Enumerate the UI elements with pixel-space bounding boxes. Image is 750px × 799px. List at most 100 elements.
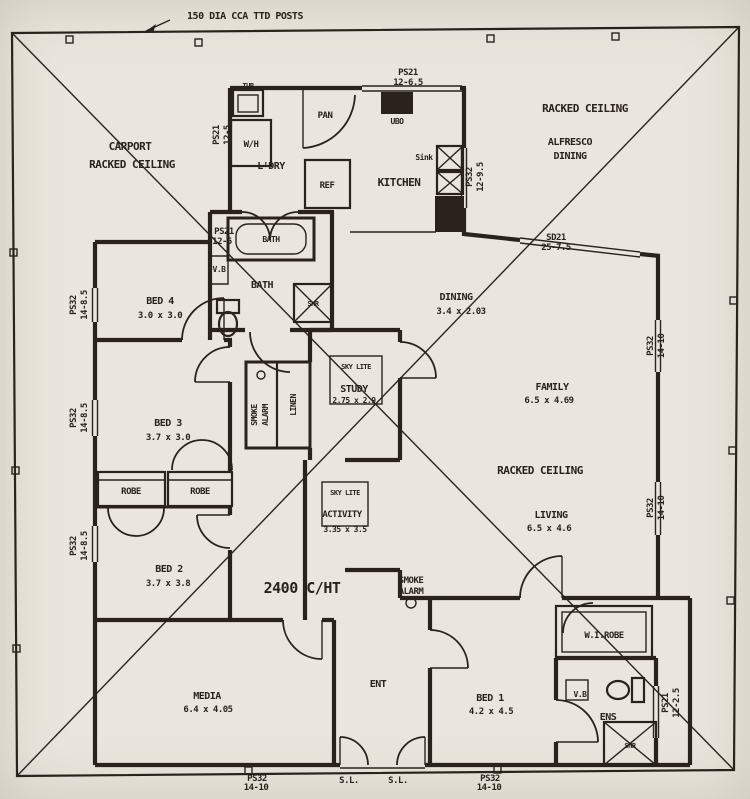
room-label-ldry: L'DRY	[257, 161, 285, 172]
linen-closet: SMOKE ALARM LINEN	[244, 360, 312, 450]
panel-left-c2: 14-8.5	[80, 531, 90, 561]
room-label-carport: CARPORT	[109, 140, 153, 153]
sink-label: Sink	[415, 152, 433, 162]
smoke-alarm-ent: SMOKE ALARM	[399, 576, 425, 609]
kitchen-fixtures: PAN REF UBO Sink KITCHEN	[303, 92, 465, 232]
panel-slider-1: SD21	[546, 233, 566, 243]
room-label-bed2: BED 2	[155, 564, 183, 575]
panel-right-a2: 14-10	[657, 334, 667, 359]
room-label-bed3: BED 3	[154, 418, 182, 429]
laundry-fixtures: TUB W/H L'DRY	[229, 82, 286, 172]
room-label-kitchen: KITCHEN	[378, 176, 421, 189]
room-label-bed4: BED 4	[146, 296, 174, 307]
panel-right-b2: 14-10	[657, 496, 667, 521]
panel-laundry-1: PS21	[212, 125, 222, 145]
room-label-bed1: BED 1	[476, 693, 504, 704]
panel-slider-2: 25-7.5	[541, 243, 571, 253]
panel-bath-1: PS21	[214, 227, 234, 237]
alarm-label: ALARM	[399, 587, 425, 597]
panel-left-b2: 14-8.5	[80, 403, 90, 433]
room-dims-media: 6.4 x 4.05	[183, 705, 232, 715]
room-label-living: LIVING	[534, 510, 568, 521]
panel-right-b1: PS32	[646, 498, 656, 518]
ens-vanity-icon: V.B	[565, 679, 589, 701]
laundry-tub-icon: TUB	[231, 82, 265, 118]
panel-kitchen-top-1: PS21	[398, 68, 418, 78]
panel-left-c1: PS32	[69, 536, 79, 556]
sink-icon: Sink	[415, 144, 465, 232]
panel-bath-2: 12-5	[212, 237, 232, 247]
activity-skylight-label: SKY LITE	[330, 489, 360, 497]
ens-shower-icon: SHR	[602, 720, 658, 767]
fridge-label: REF	[320, 181, 335, 191]
room-label-bath: BATH	[251, 280, 274, 291]
central-block: SMOKE ALARM LINEN SKY LITE STUDY 2.75 x …	[244, 327, 437, 620]
posts-note-label: 150 DIA CCA TTD POSTS	[187, 11, 303, 22]
panel-left-a1: PS32	[69, 295, 79, 315]
room-dims-bed1: 4.2 x 4.5	[469, 707, 513, 717]
room-dims-activity: 3.35 x 3.5	[323, 525, 367, 534]
room-dims-living: 6.5 x 4.6	[527, 524, 571, 534]
room-label-ent: ENT	[370, 679, 387, 690]
smoke-alarm-icon	[256, 370, 266, 380]
panel-labels: PS21 12-5 PS21 12-6.5 PS32 12-9.5 SD21 2…	[69, 68, 682, 793]
panel-bottom-a1: PS32	[247, 774, 267, 784]
sidelight-label-1: S.L.	[339, 776, 359, 786]
ceiling-height-note: 2400 C/HT	[264, 579, 341, 597]
walls-bottom-wing: W.I.ROBE	[95, 595, 693, 769]
room-label-family: FAMILY	[535, 382, 569, 393]
study-skylight: SKY LITE	[329, 355, 383, 405]
sidelight-label-2: S.L.	[388, 776, 408, 786]
shower-label: SHR	[307, 300, 319, 308]
room-label-ens: ENS	[600, 712, 617, 723]
panel-bottom-a2: 14-10	[244, 783, 269, 793]
oven-icon: UBO	[381, 92, 413, 126]
panel-ens-1: PS21	[661, 693, 671, 713]
posts-note: 150 DIA CCA TTD POSTS	[145, 11, 304, 33]
panel-right-a1: PS32	[646, 336, 656, 356]
room-label-wirobe: W.I.ROBE	[584, 631, 623, 641]
alfresco-area: RACKED CEILING ALFRESCO DINING	[542, 102, 629, 162]
carport-area: CARPORT RACKED CEILING	[89, 140, 176, 171]
room-dims-dining: 3.4 x 2.03	[436, 307, 485, 317]
tub-label: TUB	[242, 82, 253, 90]
leader-arrow-icon	[146, 24, 156, 33]
panel-left-a2: 14-8.5	[80, 290, 90, 320]
panel-bottom-b2: 14-10	[477, 783, 502, 793]
walls-family-wing	[400, 256, 662, 601]
panel-bottom-b1: PS32	[480, 774, 500, 784]
ensuite-fixtures: V.B ENS SHR	[565, 676, 658, 767]
living-ceiling-note: RACKED CEILING	[497, 464, 584, 477]
smoke-label: SMOKE	[399, 576, 424, 586]
robe-left-label: ROBE	[121, 487, 141, 497]
room-dims-bed3: 3.7 x 3.0	[146, 433, 190, 443]
room-label-alfresco-2: DINING	[553, 151, 587, 162]
smoke-label-vertical: SMOKE	[250, 404, 259, 426]
room-label-activity: ACTIVITY	[322, 510, 362, 520]
bath-fixtures: BATH BATH V.B SHR	[208, 216, 334, 338]
vanity-label: V.B	[213, 265, 227, 274]
pantry-label: PAN	[318, 111, 333, 121]
room-label-media: MEDIA	[193, 691, 221, 702]
vanity-icon: V.B	[208, 255, 229, 285]
activity-skylight: SKY LITE	[321, 481, 369, 527]
shower-icon: SHR	[292, 282, 334, 324]
site-boundary: 150 DIA CCA TTD POSTS	[9, 11, 741, 778]
ens-toilet-icon	[605, 676, 646, 704]
room-dims-bed4: 3.0 x 3.0	[138, 311, 182, 321]
robe-right: ROBE	[166, 470, 234, 508]
toilet-icon	[215, 298, 241, 338]
robe-left: ROBE	[96, 470, 167, 508]
oven-label: UBO	[391, 117, 405, 126]
ens-shower-label: SHR	[624, 742, 636, 750]
room-label-dining: DINING	[439, 292, 473, 303]
room-label-alfresco-1: ALFRESCO	[548, 137, 593, 148]
alfresco-ceiling-note: RACKED CEILING	[542, 102, 629, 115]
carport-ceiling-note: RACKED CEILING	[89, 158, 176, 171]
water-heater-icon: W/H	[229, 118, 273, 168]
panel-ens-2: 12-2.5	[672, 688, 682, 718]
linen-label: LINEN	[289, 394, 298, 416]
panel-kitchen-right-1: PS32	[465, 167, 475, 187]
